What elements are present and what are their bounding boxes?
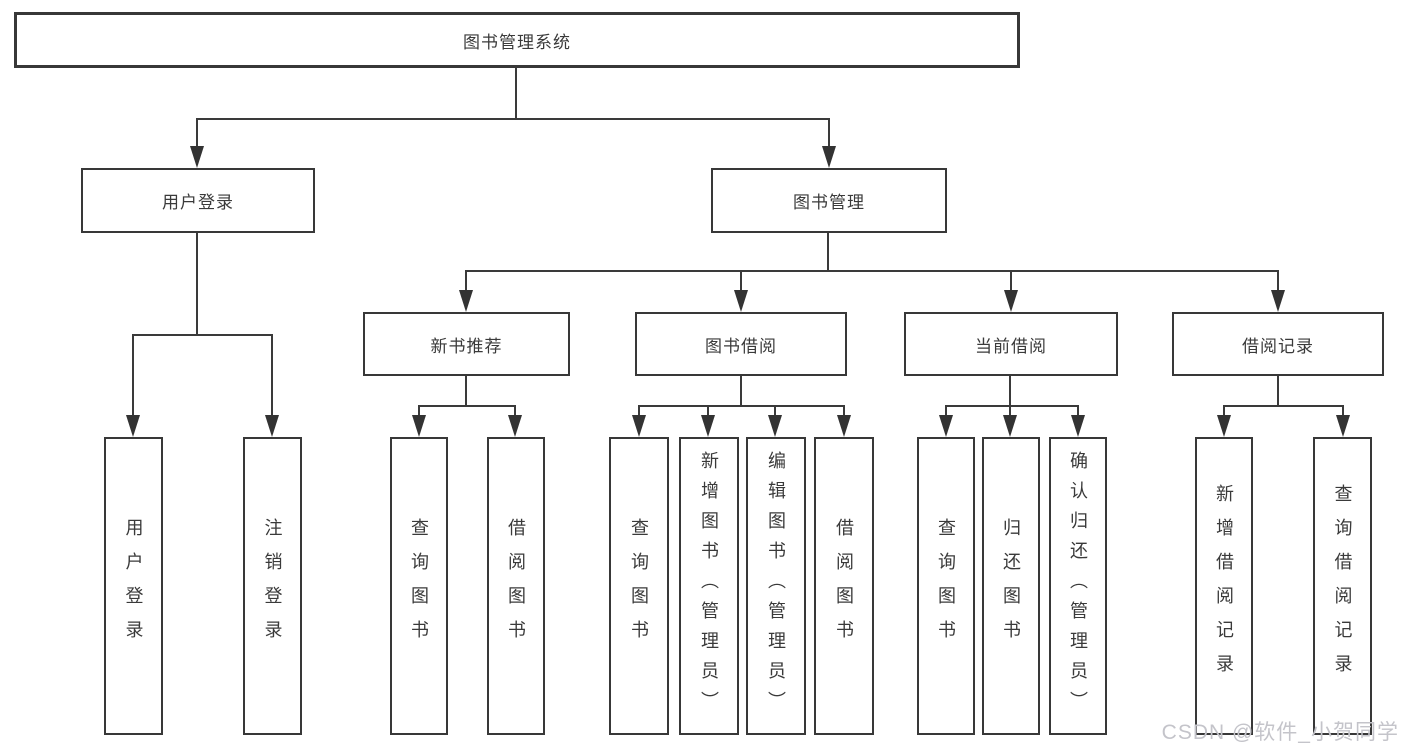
node-leaf-bw-edit-books-admin-label: 编辑图书（管理员） — [766, 451, 786, 721]
node-user-login-label: 用户登录 — [162, 193, 234, 212]
node-root-label: 图书管理系统 — [463, 32, 571, 52]
arrowhead-user-login — [190, 146, 204, 168]
connector-current-stem — [1009, 376, 1011, 407]
node-leaf-rec-add-record: 新增借阅记录 — [1195, 437, 1253, 735]
arrowhead-new-book — [459, 290, 473, 312]
connector-records-stem — [1277, 376, 1279, 407]
node-leaf-cur-query-books: 查询图书 — [917, 437, 975, 735]
connector-drop-user-login — [196, 118, 198, 150]
node-leaf-rec-query-record-label: 查询借阅记录 — [1332, 484, 1353, 688]
arrowhead-cur-confirm — [1071, 415, 1085, 437]
node-leaf-user-login-label: 用户登录 — [123, 518, 144, 654]
node-leaf-user-login: 用户登录 — [104, 437, 163, 735]
arrowhead-nb-borrow — [508, 415, 522, 437]
arrowhead-current-borrowing — [1004, 290, 1018, 312]
arrowhead-book-borrowing — [734, 290, 748, 312]
arrowhead-bw-add — [701, 415, 715, 437]
arrowhead-nb-query — [412, 415, 426, 437]
node-leaf-bw-query-books-label: 查询图书 — [629, 518, 649, 654]
arrowhead-cur-query — [939, 415, 953, 437]
connector-drop-bw-edit — [774, 405, 776, 417]
connector-drop-nb-query — [418, 405, 420, 417]
connector-drop-rec-query — [1342, 405, 1344, 417]
node-leaf-bw-add-books-admin: 新增图书（管理员） — [679, 437, 739, 735]
connector-user-login-rail — [132, 334, 273, 336]
connector-book-management-rail — [466, 270, 1279, 272]
node-leaf-bw-borrow-books: 借阅图书 — [814, 437, 874, 735]
connector-book-management-stem — [827, 233, 829, 272]
arrowhead-leaf-user-login — [126, 415, 140, 437]
node-new-book-recommendation: 新书推荐 — [363, 312, 570, 376]
node-leaf-logout-login: 注销登录 — [243, 437, 302, 735]
arrowhead-rec-query — [1336, 415, 1350, 437]
connector-user-login-stem — [196, 233, 198, 336]
connector-drop-nb-borrow — [514, 405, 516, 417]
node-current-borrowing: 当前借阅 — [904, 312, 1118, 376]
arrowhead-borrowing-records — [1271, 290, 1285, 312]
arrowhead-bw-borrow — [837, 415, 851, 437]
node-book-management: 图书管理 — [711, 168, 947, 233]
arrowhead-bw-query — [632, 415, 646, 437]
connector-drop-rec-add — [1223, 405, 1225, 417]
connector-drop-bw-add — [707, 405, 709, 417]
watermark: CSDN @软件_小贺同学 — [1161, 721, 1399, 744]
node-root: 图书管理系统 — [14, 12, 1020, 68]
connector-drop-cur-confirm — [1077, 405, 1079, 417]
connector-drop-bw-query — [638, 405, 640, 417]
connector-drop-leaf-user-login — [132, 334, 134, 418]
node-leaf-rec-query-record: 查询借阅记录 — [1313, 437, 1372, 735]
connector-drop-cur-query — [945, 405, 947, 417]
arrowhead-leaf-logout — [265, 415, 279, 437]
connector-records-rail — [1223, 405, 1344, 407]
node-leaf-bw-edit-books-admin: 编辑图书（管理员） — [746, 437, 806, 735]
node-leaf-logout-login-label: 注销登录 — [262, 518, 283, 654]
node-leaf-cur-return-books: 归还图书 — [982, 437, 1040, 735]
connector-current-rail — [945, 405, 1079, 407]
node-leaf-nb-query-books-label: 查询图书 — [409, 518, 429, 654]
node-leaf-nb-borrow-books: 借阅图书 — [487, 437, 545, 735]
connector-new-book-stem — [465, 376, 467, 407]
arrowhead-cur-return — [1003, 415, 1017, 437]
node-book-management-label: 图书管理 — [793, 193, 865, 212]
arrowhead-book-management — [822, 146, 836, 168]
connector-borrowing-stem — [740, 376, 742, 407]
node-leaf-cur-query-books-label: 查询图书 — [936, 518, 956, 654]
connector-drop-book-management — [828, 118, 830, 150]
node-leaf-nb-query-books: 查询图书 — [390, 437, 448, 735]
connector-root-rail — [196, 118, 830, 120]
arrowhead-bw-edit — [768, 415, 782, 437]
node-leaf-cur-return-books-label: 归还图书 — [1001, 518, 1021, 654]
connector-drop-book-borrowing — [740, 270, 742, 292]
node-leaf-rec-add-record-label: 新增借阅记录 — [1214, 484, 1234, 688]
connector-new-book-rail — [418, 405, 516, 407]
connector-drop-bw-borrow — [843, 405, 845, 417]
connector-root-stem — [515, 68, 517, 120]
connector-drop-new-book — [465, 270, 467, 292]
connector-borrowing-rail — [638, 405, 845, 407]
node-leaf-bw-borrow-books-label: 借阅图书 — [834, 518, 854, 654]
node-leaf-nb-borrow-books-label: 借阅图书 — [506, 518, 526, 654]
node-new-book-recommendation-label: 新书推荐 — [430, 336, 503, 356]
node-leaf-cur-confirm-return-admin: 确认归还（管理员） — [1049, 437, 1107, 735]
connector-drop-borrowing-records — [1277, 270, 1279, 292]
node-leaf-bw-add-books-admin-label: 新增图书（管理员） — [699, 451, 719, 721]
node-borrowing-records: 借阅记录 — [1172, 312, 1384, 376]
connector-drop-leaf-logout — [271, 334, 273, 418]
node-book-borrowing-label: 图书借阅 — [705, 336, 777, 356]
node-user-login: 用户登录 — [81, 168, 315, 233]
arrowhead-rec-add — [1217, 415, 1231, 437]
node-book-borrowing: 图书借阅 — [635, 312, 847, 376]
node-borrowing-records-label: 借阅记录 — [1242, 336, 1314, 356]
node-leaf-cur-confirm-return-admin-label: 确认归还（管理员） — [1068, 451, 1088, 721]
connector-drop-cur-return — [1009, 405, 1011, 417]
connector-drop-current-borrowing — [1010, 270, 1012, 292]
node-leaf-bw-query-books: 查询图书 — [609, 437, 669, 735]
node-current-borrowing-label: 当前借阅 — [975, 336, 1047, 356]
